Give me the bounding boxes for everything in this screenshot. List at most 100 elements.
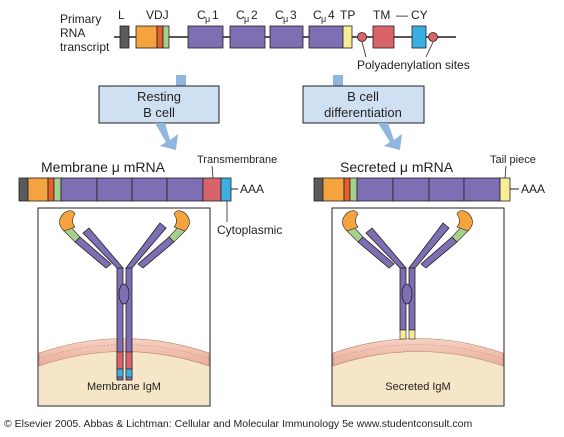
svg-text:2: 2 — [251, 8, 258, 22]
secreted-igm-molecule — [342, 210, 473, 340]
cytoplasmic-callout: Cytoplasmic — [217, 223, 282, 237]
secreted-igm-bilayer-stripe — [332, 344, 504, 360]
secreted-igm-right-arm-heavy — [408, 222, 450, 269]
VDJ-label: VDJ — [146, 8, 169, 22]
membrane-mrna-TM — [202, 177, 222, 202]
membrane-mrna-C1 — [60, 177, 98, 202]
svg-text:C: C — [275, 8, 284, 22]
polyadenylation-site-1 — [357, 32, 367, 42]
C-mu-2-label: C μ 2 — [236, 8, 258, 24]
membrane-mrna-D — [47, 177, 55, 202]
TP-segment — [342, 25, 353, 49]
differentiation-arrow-head — [378, 123, 402, 150]
membrane-igm-panel: Membrane IgM — [37, 207, 211, 407]
svg-text:μ: μ — [244, 14, 249, 24]
secreted-igm-left-arm-heavy — [365, 227, 407, 269]
membrane-igm-cell — [39, 351, 209, 405]
secreted-mrna: Secreted μ mRNA Tail piece AAA — [313, 154, 545, 202]
secreted-mrna-C1 — [356, 177, 394, 202]
membrane-igm-tm-left — [116, 351, 124, 370]
secreted-igm-right-antigen-site — [456, 210, 473, 232]
C-mu-3-label: C μ 3 — [275, 8, 297, 24]
tail-piece-callout: Tail piece — [490, 154, 536, 166]
C-mu-1-label: C μ 1 — [197, 8, 219, 24]
membrane-igm-left-antigen-site — [59, 210, 76, 232]
secreted-mrna-TP — [499, 177, 511, 202]
membrane-igm-hinge — [118, 283, 130, 305]
secreted-igm-hinge — [401, 283, 413, 305]
resting-box — [98, 85, 220, 124]
secreted-mrna-C3 — [428, 177, 465, 202]
L-label: L — [118, 8, 125, 22]
transmembrane-pointer — [211, 165, 214, 179]
C-mu-2-exon — [229, 25, 266, 49]
membrane-igm-left-arm-heavy — [82, 227, 124, 269]
differentiation-box — [302, 85, 425, 124]
TM-label: TM — [373, 8, 390, 22]
resting-arrow-head — [155, 123, 178, 150]
secreted-igm-tailpiece-left — [399, 329, 407, 340]
CY-label: CY — [411, 8, 428, 22]
transcript-label-line-1: Primary — [60, 12, 101, 26]
svg-text:μ: μ — [205, 14, 210, 24]
svg-text:1: 1 — [212, 8, 219, 22]
transmembrane-callout: Transmembrane — [197, 154, 277, 166]
secreted-mrna-title: Secreted μ mRNA — [340, 159, 454, 175]
membrane-igm-cy-right — [125, 368, 133, 378]
membrane-mrna-title: Membrane μ mRNA — [41, 159, 166, 175]
C-mu-4-label: C μ 4 — [313, 8, 335, 24]
svg-text:C: C — [197, 8, 206, 22]
resting-arrow-top — [176, 75, 186, 86]
tail-piece-pointer — [504, 165, 507, 179]
svg-text:μ: μ — [283, 14, 288, 24]
differentiation-line-2: differentiation — [324, 105, 402, 120]
C-mu-3-exon — [269, 25, 304, 49]
svg-text:3: 3 — [290, 8, 297, 22]
secreted-mrna-L — [313, 177, 324, 202]
secreted-mrna-V — [322, 177, 345, 202]
membrane-mrna-CY — [220, 177, 232, 202]
polyA-pointer-2 — [425, 41, 434, 58]
membrane-mrna-polyA: AAA — [240, 182, 264, 196]
VDJ-segment-j — [162, 25, 170, 49]
VDJ-segment-d — [156, 25, 164, 49]
secreted-igm-left-antigen-site — [342, 210, 359, 232]
resting-line-1: Resting — [137, 89, 181, 104]
secreted-mrna-C4 — [463, 177, 501, 202]
membrane-igm-cy-left — [116, 368, 124, 378]
TM-exon — [372, 25, 395, 49]
svg-text:C: C — [236, 8, 245, 22]
membrane-igm-right-arm-heavy — [125, 222, 167, 269]
membrane-igm-right-antigen-site — [173, 210, 190, 232]
resting-pathway: Resting B cell — [98, 75, 220, 150]
primary-transcript: Primary RNA transcript Polyadenylation s… — [60, 8, 470, 72]
membrane-igm-label: Membrane IgM — [87, 381, 161, 393]
membrane-mrna-C3 — [131, 177, 168, 202]
VDJ-segment-v — [135, 25, 158, 49]
polyadenylation-label: Polyadenylation sites — [357, 58, 470, 72]
secreted-mrna-C2 — [392, 177, 430, 202]
transcript-label-line-2: RNA — [60, 26, 85, 40]
polyadenylation-site-2 — [428, 32, 438, 42]
CY-exon — [411, 25, 427, 49]
membrane-igm-tm-right — [125, 351, 133, 370]
secreted-igm-lipid-bilayer — [332, 338, 504, 367]
differentiation-pathway: B cell differentiation — [302, 75, 425, 150]
C-mu-4-exon — [308, 25, 344, 49]
secreted-igm-label: Secreted IgM — [385, 381, 450, 393]
secreted-igm-panel: Secreted IgM — [331, 207, 505, 407]
secreted-igm-cell — [333, 351, 503, 405]
svg-text:4: 4 — [328, 8, 335, 22]
membrane-mrna-C2 — [96, 177, 133, 202]
TM-CY-connector: — — [396, 8, 408, 22]
secreted-mrna-polyA: AAA — [521, 182, 545, 196]
secreted-igm-tailpiece-right — [408, 329, 416, 340]
TP-label: TP — [340, 8, 355, 22]
resting-line-2: B cell — [143, 105, 175, 120]
svg-text:C: C — [313, 8, 322, 22]
C-mu-1-exon — [187, 25, 224, 49]
L-segment — [119, 25, 130, 49]
secreted-mrna-J — [349, 177, 358, 202]
